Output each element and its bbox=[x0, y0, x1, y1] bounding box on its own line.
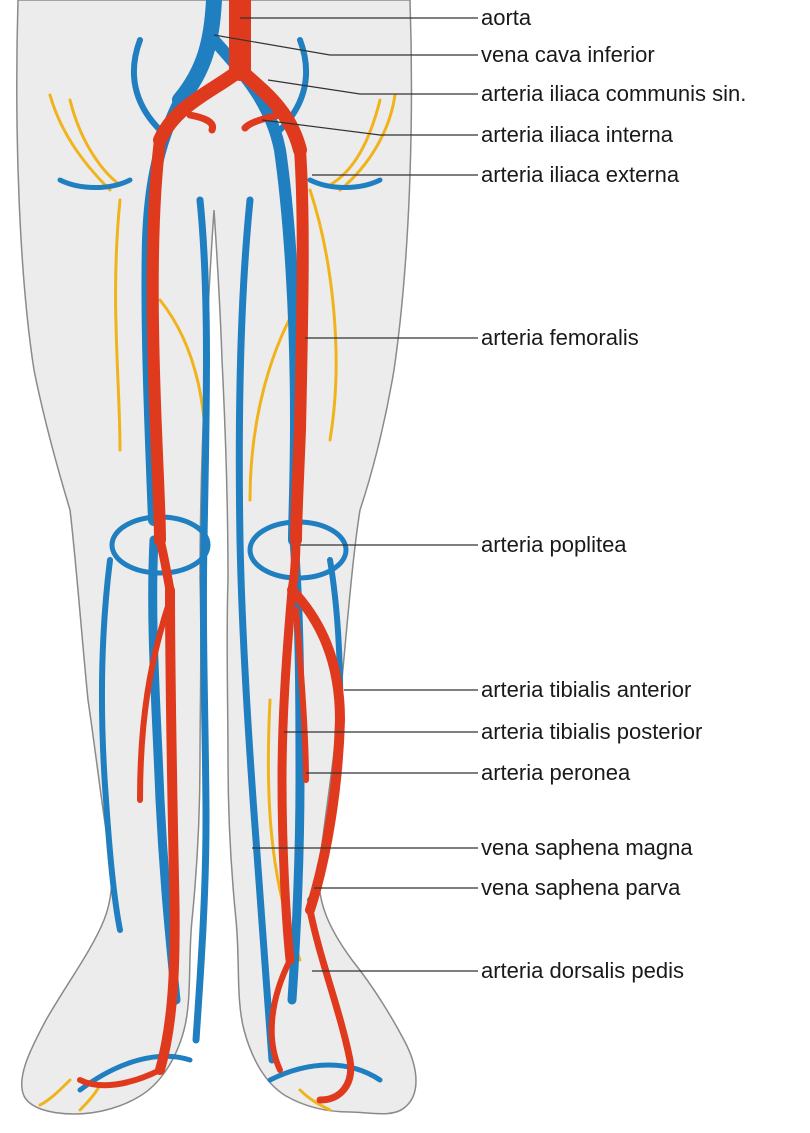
label-arteria-tibialis-posterior: arteria tibialis posterior bbox=[481, 719, 702, 745]
label-vena-cava-inferior: vena cava inferior bbox=[481, 42, 655, 68]
label-arteria-iliaca-interna: arteria iliaca interna bbox=[481, 122, 673, 148]
label-vena-saphena-parva: vena saphena parva bbox=[481, 875, 680, 901]
label-arteria-tibialis-anterior: arteria tibialis anterior bbox=[481, 677, 691, 703]
label-arteria-peronea: arteria peronea bbox=[481, 760, 630, 786]
label-arteria-femoralis: arteria femoralis bbox=[481, 325, 639, 351]
label-arteria-iliaca-externa: arteria iliaca externa bbox=[481, 162, 679, 188]
arteria-femoralis-vessel bbox=[296, 150, 303, 540]
legs-silhouette bbox=[17, 0, 416, 1114]
label-arteria-iliaca-communis-sin: arteria iliaca communis sin. bbox=[481, 81, 746, 107]
label-arteria-dorsalis-pedis: arteria dorsalis pedis bbox=[481, 958, 684, 984]
label-vena-saphena-magna: vena saphena magna bbox=[481, 835, 693, 861]
label-aorta: aorta bbox=[481, 5, 531, 31]
label-arteria-poplitea: arteria poplitea bbox=[481, 532, 627, 558]
